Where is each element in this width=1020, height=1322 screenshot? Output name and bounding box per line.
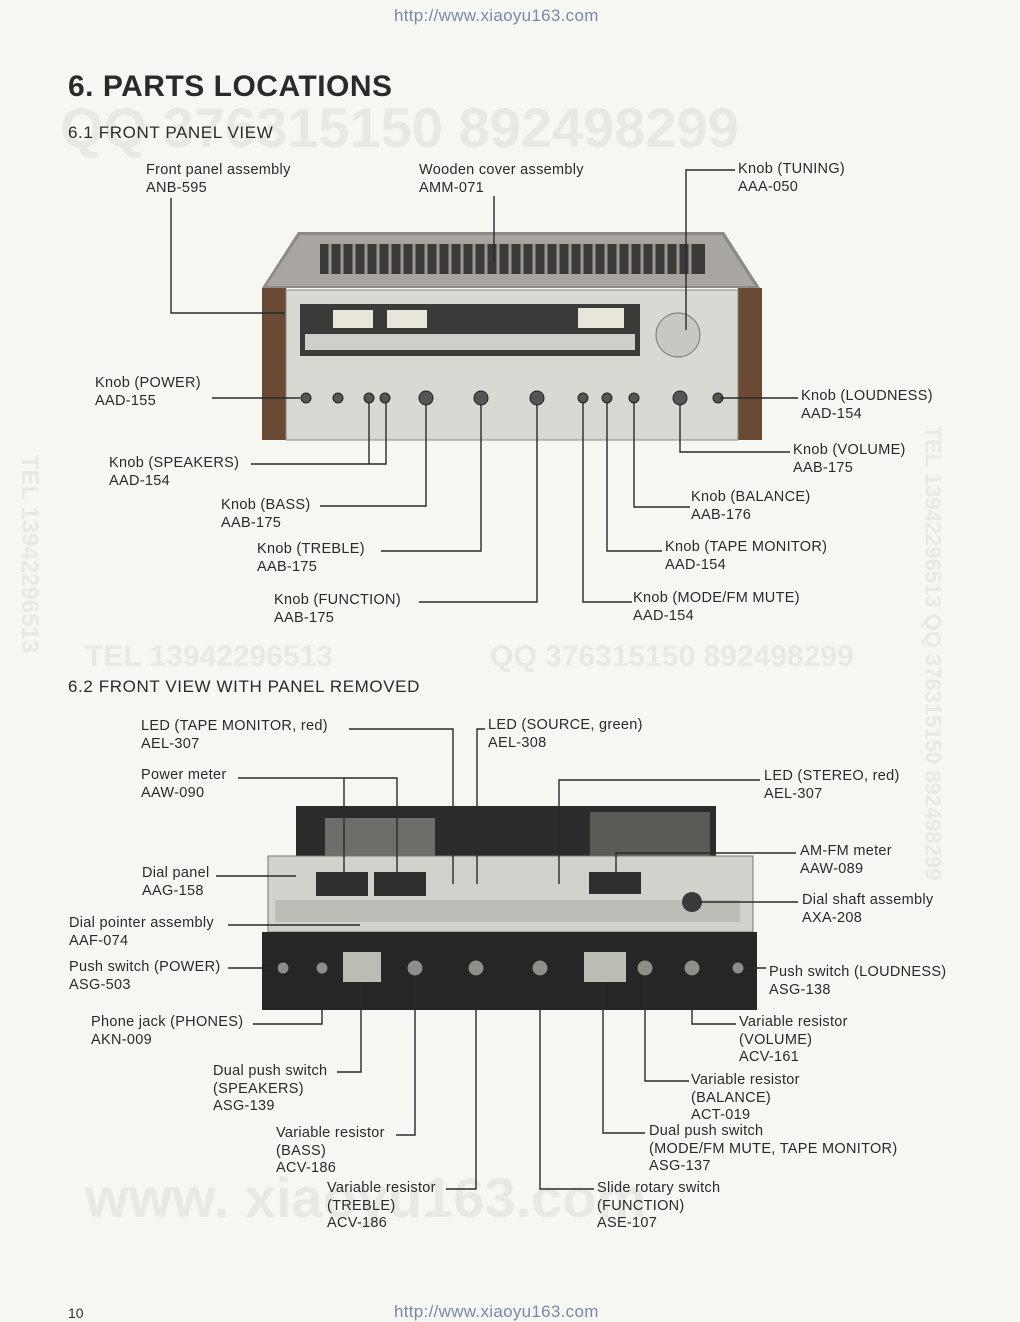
tuning-knob [655,312,701,358]
label-led-source: LED (SOURCE, green)AEL-308 [488,717,643,751]
section-heading-panel-removed: 6.2 FRONT VIEW WITH PANEL REMOVED [68,677,420,696]
label-knob-balance: Knob (BALANCE)AAB-176 [691,489,811,523]
label-knob-treble: Knob (TREBLE)AAB-175 [257,541,365,575]
watermark-tel: TEL 13942296513 [85,640,333,673]
page-number: 10 [68,1305,84,1321]
wood-side-right [738,288,762,440]
label-dual-push-switch-speakers: Dual push switch(SPEAKERS)ASG-139 [213,1063,328,1114]
label-variable-resistor-bass: Variable resistor(BASS)ACV-186 [276,1125,385,1176]
footer-url-link[interactable]: http://www.xiaoyu163.com [394,1302,599,1321]
label-dual-push-switch-mode: Dual push switch(MODE/FM MUTE, TAPE MONI… [649,1123,898,1174]
dial-shaft [682,892,702,912]
label-knob-power: Knob (POWER)AAD-155 [95,375,201,409]
label-knob-mode-fm-mute: Knob (MODE/FM MUTE)AAD-154 [633,590,800,624]
watermark-site: www. xiaoyu163.com [85,1166,647,1229]
label-variable-resistor-treble: Variable resistor(TREBLE)ACV-186 [327,1180,436,1231]
label-push-switch-power: Push switch (POWER)ASG-503 [69,959,221,993]
label-knob-volume: Knob (VOLUME)AAB-175 [793,442,906,476]
label-variable-resistor-balance: Variable resistor(BALANCE)ACT-019 [691,1072,800,1123]
label-knob-bass: Knob (BASS)AAB-175 [221,497,311,531]
label-knob-loudness: Knob (LOUDNESS)AAD-154 [801,388,933,422]
watermark-qq-top: QQ 376315150 892498299 [60,96,739,159]
watermark-qq-mid: QQ 376315150 892498299 [490,640,854,673]
label-led-stereo: LED (STEREO, red)AEL-307 [764,768,900,802]
page-title: 6. PARTS LOCATIONS [68,70,393,103]
label-knob-tuning: Knob (TUNING)AAA-050 [738,161,846,195]
label-phone-jack: Phone jack (PHONES)AKN-009 [91,1014,244,1048]
header-url-link[interactable]: http://www.xiaoyu163.com [394,6,599,25]
section-heading-front-panel: 6.1 FRONT PANEL VIEW [68,123,274,142]
label-slide-rotary-switch: Slide rotary switch(FUNCTION)ASE-107 [597,1180,721,1231]
label-led-tape-monitor: LED (TAPE MONITOR, red)AEL-307 [141,718,328,752]
label-knob-speakers: Knob (SPEAKERS)AAD-154 [109,455,240,489]
label-push-switch-loudness: Push switch (LOUDNESS)ASG-138 [769,964,947,998]
label-knob-tape-monitor: Knob (TAPE MONITOR)AAD-154 [665,539,828,573]
label-variable-resistor-volume: Variable resistor(VOLUME)ACV-161 [739,1014,848,1065]
label-knob-function: Knob (FUNCTION)AAB-175 [274,592,401,626]
